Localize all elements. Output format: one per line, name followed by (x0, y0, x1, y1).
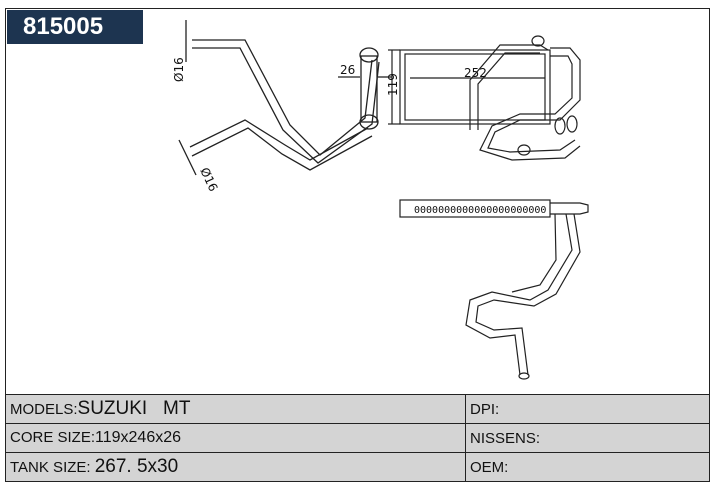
spec-row-models: MODELS:SUZUKI MT DPI: (5, 394, 710, 424)
tank-size-label: TANK SIZE: (10, 459, 95, 476)
nissens-cell: NISSENS: (465, 423, 710, 453)
dim-tube-bottom: Ø16 (197, 165, 220, 193)
oem-cell: OEM: (465, 452, 710, 482)
core-size-label: CORE SIZE: (10, 429, 96, 446)
technical-drawing: Ø16 Ø16 26 119 252 000000000000000000000… (172, 20, 589, 380)
tank-size-cell: TANK SIZE: 267. 5x30 (5, 452, 466, 482)
part-number-badge: 815005 (7, 10, 143, 44)
tank-size-value: 267. 5x30 (94, 456, 179, 477)
core-front-view (388, 35, 581, 161)
dpi-cell: DPI: (465, 394, 710, 424)
side-view-fins: 0000000000000000000000 (414, 205, 546, 216)
dim-core-depth: 26 (340, 63, 355, 77)
models-cell: MODELS:SUZUKI MT (5, 394, 466, 424)
spec-row-core-size: CORE SIZE:119x246x26 NISSENS: (5, 423, 710, 453)
dim-core-width: 252 (464, 66, 487, 80)
dim-core-height: 119 (386, 73, 400, 96)
models-label: MODELS: (10, 401, 78, 418)
core-size-cell: CORE SIZE:119x246x26 (5, 423, 466, 453)
nissens-label: NISSENS: (470, 429, 541, 447)
dpi-label: DPI: (470, 400, 500, 418)
core-side-view (399, 199, 589, 380)
tube-view-left (178, 20, 392, 176)
models-value: SUZUKI MT (77, 398, 191, 419)
dim-tube-top: Ø16 (172, 57, 186, 82)
spec-table: MODELS:SUZUKI MT DPI: CORE SIZE:119x246x… (5, 394, 710, 482)
spec-row-tank-size: TANK SIZE: 267. 5x30 OEM: (5, 452, 710, 482)
oem-label: OEM: (470, 458, 509, 476)
core-size-value: 119x246x26 (95, 429, 182, 446)
